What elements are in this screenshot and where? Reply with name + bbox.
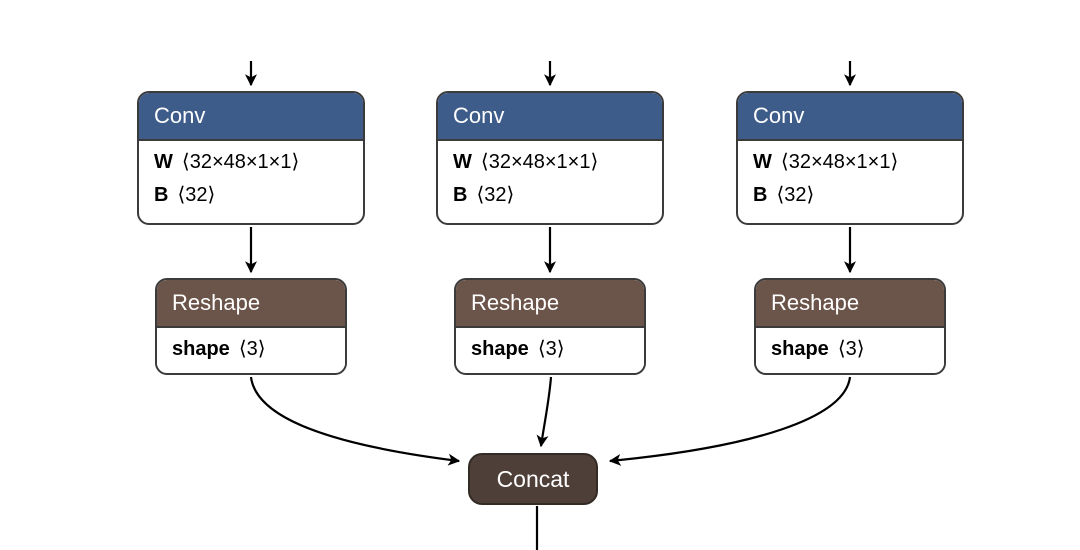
attr-row-weights: W ⟨32×48×1×1⟩ <box>753 146 947 179</box>
attr-name: B <box>154 184 169 206</box>
node-conv-2[interactable]: Conv W ⟨32×48×1×1⟩ B ⟨32⟩ <box>436 91 664 225</box>
node-conv-3-title: Conv <box>753 103 805 128</box>
edge-reshape-concat-2 <box>536 376 553 448</box>
node-conv-1-title: Conv <box>154 103 206 128</box>
node-reshape-3[interactable]: Reshape shape ⟨3⟩ <box>754 278 946 375</box>
node-conv-2-header: Conv <box>438 93 662 141</box>
attr-row-bias: B ⟨32⟩ <box>753 179 947 212</box>
node-reshape-3-title: Reshape <box>771 290 860 315</box>
attr-row-weights: W ⟨32×48×1×1⟩ <box>453 146 647 179</box>
node-reshape-1[interactable]: Reshape shape ⟨3⟩ <box>155 278 347 375</box>
attr-value: ⟨32⟩ <box>177 184 216 206</box>
node-reshape-2-title: Reshape <box>471 290 560 315</box>
attr-name: W <box>753 151 772 173</box>
node-conv-3-header: Conv <box>738 93 962 141</box>
attr-name: B <box>753 184 768 206</box>
attr-name: shape <box>471 338 529 360</box>
attr-name: W <box>154 151 173 173</box>
node-conv-3-body: W ⟨32×48×1×1⟩ B ⟨32⟩ <box>738 141 962 212</box>
attr-name: shape <box>771 338 829 360</box>
attr-row-shape: shape ⟨3⟩ <box>172 333 330 366</box>
attr-name: shape <box>172 338 230 360</box>
attr-value: ⟨32×48×1×1⟩ <box>480 151 599 173</box>
node-concat[interactable]: Concat <box>468 453 598 505</box>
node-reshape-2-header: Reshape <box>456 280 644 328</box>
attr-value: ⟨3⟩ <box>537 338 565 360</box>
node-conv-2-title: Conv <box>453 103 505 128</box>
node-reshape-2-body: shape ⟨3⟩ <box>456 328 644 366</box>
attr-name: B <box>453 184 468 206</box>
attr-value: ⟨3⟩ <box>837 338 865 360</box>
node-conv-3[interactable]: Conv W ⟨32×48×1×1⟩ B ⟨32⟩ <box>736 91 964 225</box>
node-conv-2-body: W ⟨32×48×1×1⟩ B ⟨32⟩ <box>438 141 662 212</box>
edge-reshape-concat-1 <box>249 376 461 466</box>
attr-value: ⟨32⟩ <box>776 184 815 206</box>
node-reshape-3-header: Reshape <box>756 280 944 328</box>
node-reshape-2[interactable]: Reshape shape ⟨3⟩ <box>454 278 646 375</box>
node-reshape-3-body: shape ⟨3⟩ <box>756 328 944 366</box>
node-conv-1-header: Conv <box>139 93 363 141</box>
node-concat-title: Concat <box>496 465 570 492</box>
attr-row-bias: B ⟨32⟩ <box>154 179 348 212</box>
node-reshape-1-body: shape ⟨3⟩ <box>157 328 345 366</box>
attr-row-weights: W ⟨32×48×1×1⟩ <box>154 146 348 179</box>
attr-value: ⟨32×48×1×1⟩ <box>780 151 899 173</box>
node-conv-1[interactable]: Conv W ⟨32×48×1×1⟩ B ⟨32⟩ <box>137 91 365 225</box>
attr-name: W <box>453 151 472 173</box>
attr-value: ⟨32⟩ <box>476 184 515 206</box>
edge-reshape-concat-3 <box>608 376 852 466</box>
attr-row-shape: shape ⟨3⟩ <box>471 333 629 366</box>
attr-value: ⟨3⟩ <box>238 338 266 360</box>
node-reshape-1-title: Reshape <box>172 290 261 315</box>
node-conv-1-body: W ⟨32×48×1×1⟩ B ⟨32⟩ <box>139 141 363 212</box>
attr-row-shape: shape ⟨3⟩ <box>771 333 929 366</box>
attr-row-bias: B ⟨32⟩ <box>453 179 647 212</box>
node-reshape-1-header: Reshape <box>157 280 345 328</box>
attr-value: ⟨32×48×1×1⟩ <box>181 151 300 173</box>
